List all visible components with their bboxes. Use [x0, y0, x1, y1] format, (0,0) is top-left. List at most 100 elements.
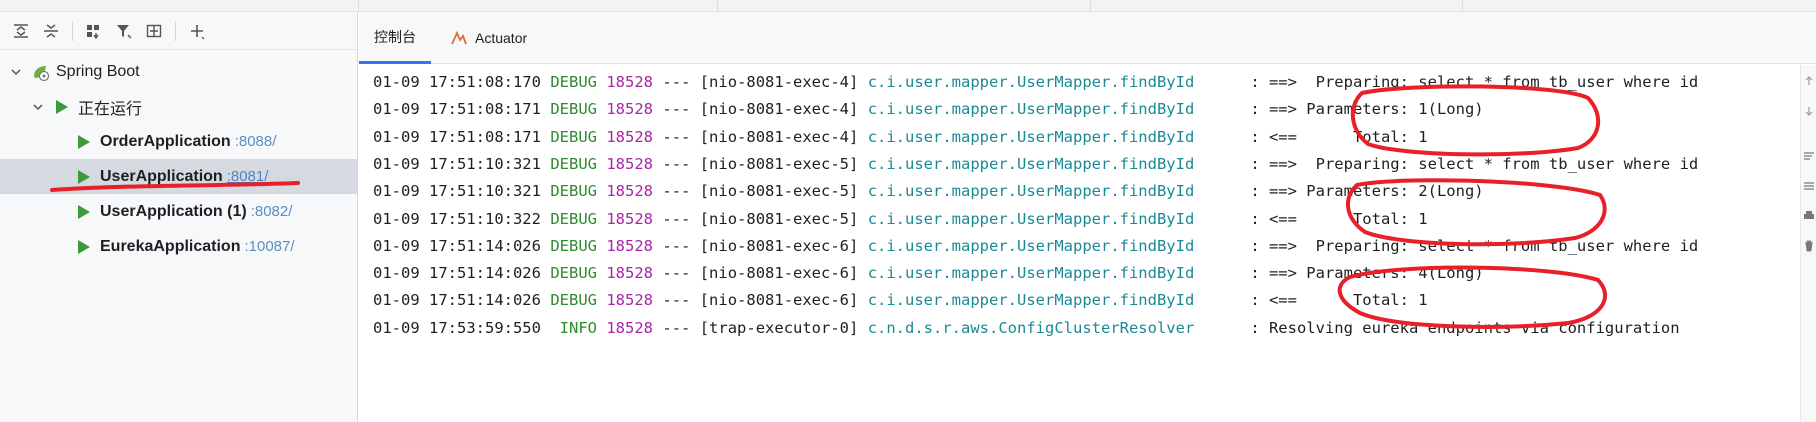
tab-console[interactable]: 控制台 — [359, 12, 431, 64]
collapse-all-icon[interactable] — [36, 16, 66, 46]
tab-bar: 控制台 Actuator — [359, 12, 1816, 64]
services-panel: Spring Boot 正在运行 OrderApplication :8088/… — [0, 12, 358, 422]
tab-actuator[interactable]: Actuator — [439, 12, 537, 64]
log-pid: 18528 — [606, 100, 654, 119]
app-port-link[interactable]: :8088/ — [234, 133, 277, 150]
app-port-link[interactable]: :8081/ — [226, 168, 269, 185]
scroll-down-icon[interactable] — [1803, 105, 1815, 117]
log-level: DEBUG — [550, 264, 597, 283]
log-line: 01-09 17:51:10:322 DEBUG 18528 --- [nio-… — [373, 207, 1428, 231]
log-level: DEBUG — [550, 182, 597, 201]
log-time: 01-09 17:51:10:321 — [373, 182, 541, 201]
top-strip — [0, 0, 1816, 12]
log-thread: [nio-8081-exec-4] — [699, 127, 859, 146]
trash-icon[interactable] — [1803, 240, 1815, 252]
log-line: 01-09 17:51:14:026 DEBUG 18528 --- [nio-… — [373, 288, 1428, 312]
console-output[interactable]: 01-09 17:51:08:170 DEBUG 18528 --- [nio-… — [359, 65, 1799, 422]
log-message: : ==> Parameters: 1(Long) — [1250, 100, 1484, 119]
chevron-down-icon[interactable] — [10, 66, 22, 78]
log-pid: 18528 — [606, 127, 654, 146]
log-message: : ==> Preparing: select * from tb_user w… — [1250, 73, 1699, 91]
app-name: UserApplication — [100, 167, 223, 185]
app-port-link[interactable]: :8082/ — [250, 203, 293, 220]
log-line: 01-09 17:51:14:026 DEBUG 18528 --- [nio-… — [373, 234, 1698, 258]
log-level: DEBUG — [550, 236, 597, 255]
log-message: : <== Total: 1 — [1250, 209, 1428, 228]
log-pid: 18528 — [606, 209, 654, 228]
log-thread: [nio-8081-exec-5] — [699, 182, 859, 201]
tree-item-user-application-1[interactable]: UserApplication (1) :8082/ — [0, 194, 357, 229]
log-level: DEBUG — [550, 291, 597, 310]
log-logger: c.i.user.mapper.UserMapper.findById — [867, 73, 1195, 91]
tab-label: 控制台 — [374, 28, 416, 45]
soft-wrap-icon[interactable] — [1803, 150, 1815, 162]
log-line: 01-09 17:51:10:321 DEBUG 18528 --- [nio-… — [373, 152, 1698, 176]
log-sep: --- — [662, 318, 691, 337]
log-line: 01-09 17:51:10:321 DEBUG 18528 --- [nio-… — [373, 179, 1484, 203]
tree-node-running[interactable]: 正在运行 — [0, 89, 357, 124]
log-logger: c.i.user.mapper.UserMapper.findById — [867, 291, 1195, 310]
scroll-to-end-icon[interactable] — [1803, 180, 1815, 192]
log-thread: [nio-8081-exec-6] — [699, 291, 859, 310]
log-pid: 18528 — [606, 264, 654, 283]
log-logger: c.i.user.mapper.UserMapper.findById — [867, 154, 1195, 173]
tree-label-running: 正在运行 — [78, 100, 143, 118]
log-time: 01-09 17:51:08:171 — [373, 100, 541, 119]
app-port-link[interactable]: :10087/ — [244, 238, 295, 255]
app-name: UserApplication (1) — [100, 202, 247, 220]
log-sep: --- — [662, 236, 691, 255]
log-level: DEBUG — [550, 73, 597, 91]
log-thread: [nio-8081-exec-5] — [699, 209, 859, 228]
app-name: OrderApplication — [100, 132, 231, 150]
log-logger: c.i.user.mapper.UserMapper.findById — [867, 182, 1195, 201]
log-time: 01-09 17:51:10:321 — [373, 154, 541, 173]
log-sep: --- — [662, 154, 691, 173]
expand-all-icon[interactable] — [6, 16, 36, 46]
add-icon[interactable] — [182, 16, 212, 46]
run-icon — [74, 202, 94, 222]
log-time: 01-09 17:53:59:550 — [373, 318, 541, 337]
log-sep: --- — [662, 127, 691, 146]
log-logger: c.i.user.mapper.UserMapper.findById — [867, 209, 1195, 228]
tab-label: Actuator — [475, 30, 528, 46]
scroll-up-icon[interactable] — [1803, 75, 1815, 87]
chevron-down-icon[interactable] — [32, 101, 44, 113]
app-name: EurekaApplication — [100, 237, 241, 255]
tree-item-user-application[interactable]: UserApplication :8081/ — [0, 159, 357, 194]
run-icon — [52, 97, 72, 117]
log-message: : ==> Parameters: 4(Long) — [1250, 264, 1484, 283]
run-icon — [74, 237, 94, 257]
log-line: 01-09 17:51:14:026 DEBUG 18528 --- [nio-… — [373, 261, 1484, 285]
print-icon[interactable] — [1803, 210, 1815, 222]
log-thread: [nio-8081-exec-4] — [699, 100, 859, 119]
log-message: : <== Total: 1 — [1250, 291, 1428, 310]
log-pid: 18528 — [606, 291, 654, 310]
log-level: INFO — [550, 318, 597, 337]
log-logger: c.i.user.mapper.UserMapper.findById — [867, 236, 1195, 255]
log-sep: --- — [662, 73, 691, 91]
filter-icon[interactable] — [109, 16, 139, 46]
log-message: : Resolving eureka endpoints via configu… — [1250, 318, 1680, 337]
log-message: : ==> Preparing: select * from tb_user w… — [1250, 236, 1699, 255]
tree-item-eureka-application[interactable]: EurekaApplication :10087/ — [0, 229, 357, 264]
log-time: 01-09 17:51:14:026 — [373, 291, 541, 310]
log-message: : ==> Parameters: 2(Long) — [1250, 182, 1484, 201]
log-logger: c.i.user.mapper.UserMapper.findById — [867, 264, 1195, 283]
actuator-icon — [449, 28, 469, 48]
tree-node-spring-boot[interactable]: Spring Boot — [0, 54, 357, 89]
tree-label-spring-boot: Spring Boot — [56, 62, 140, 80]
run-icon — [74, 167, 94, 187]
log-level: DEBUG — [550, 127, 597, 146]
run-icon — [74, 132, 94, 152]
group-icon[interactable] — [79, 16, 109, 46]
new-window-icon[interactable] — [139, 16, 169, 46]
log-line: 01-09 17:51:08:171 DEBUG 18528 --- [nio-… — [373, 97, 1484, 121]
run-output-panel: 控制台 Actuator 01-09 17:51:08:170 DEBUG 18… — [359, 12, 1816, 422]
log-logger: c.i.user.mapper.UserMapper.findById — [867, 100, 1195, 119]
log-line: 01-09 17:51:08:170 DEBUG 18528 --- [nio-… — [373, 70, 1698, 94]
log-message: : <== Total: 1 — [1250, 127, 1428, 146]
log-sep: --- — [662, 264, 691, 283]
tree-item-order-application[interactable]: OrderApplication :8088/ — [0, 124, 357, 159]
log-thread: [nio-8081-exec-6] — [699, 264, 859, 283]
